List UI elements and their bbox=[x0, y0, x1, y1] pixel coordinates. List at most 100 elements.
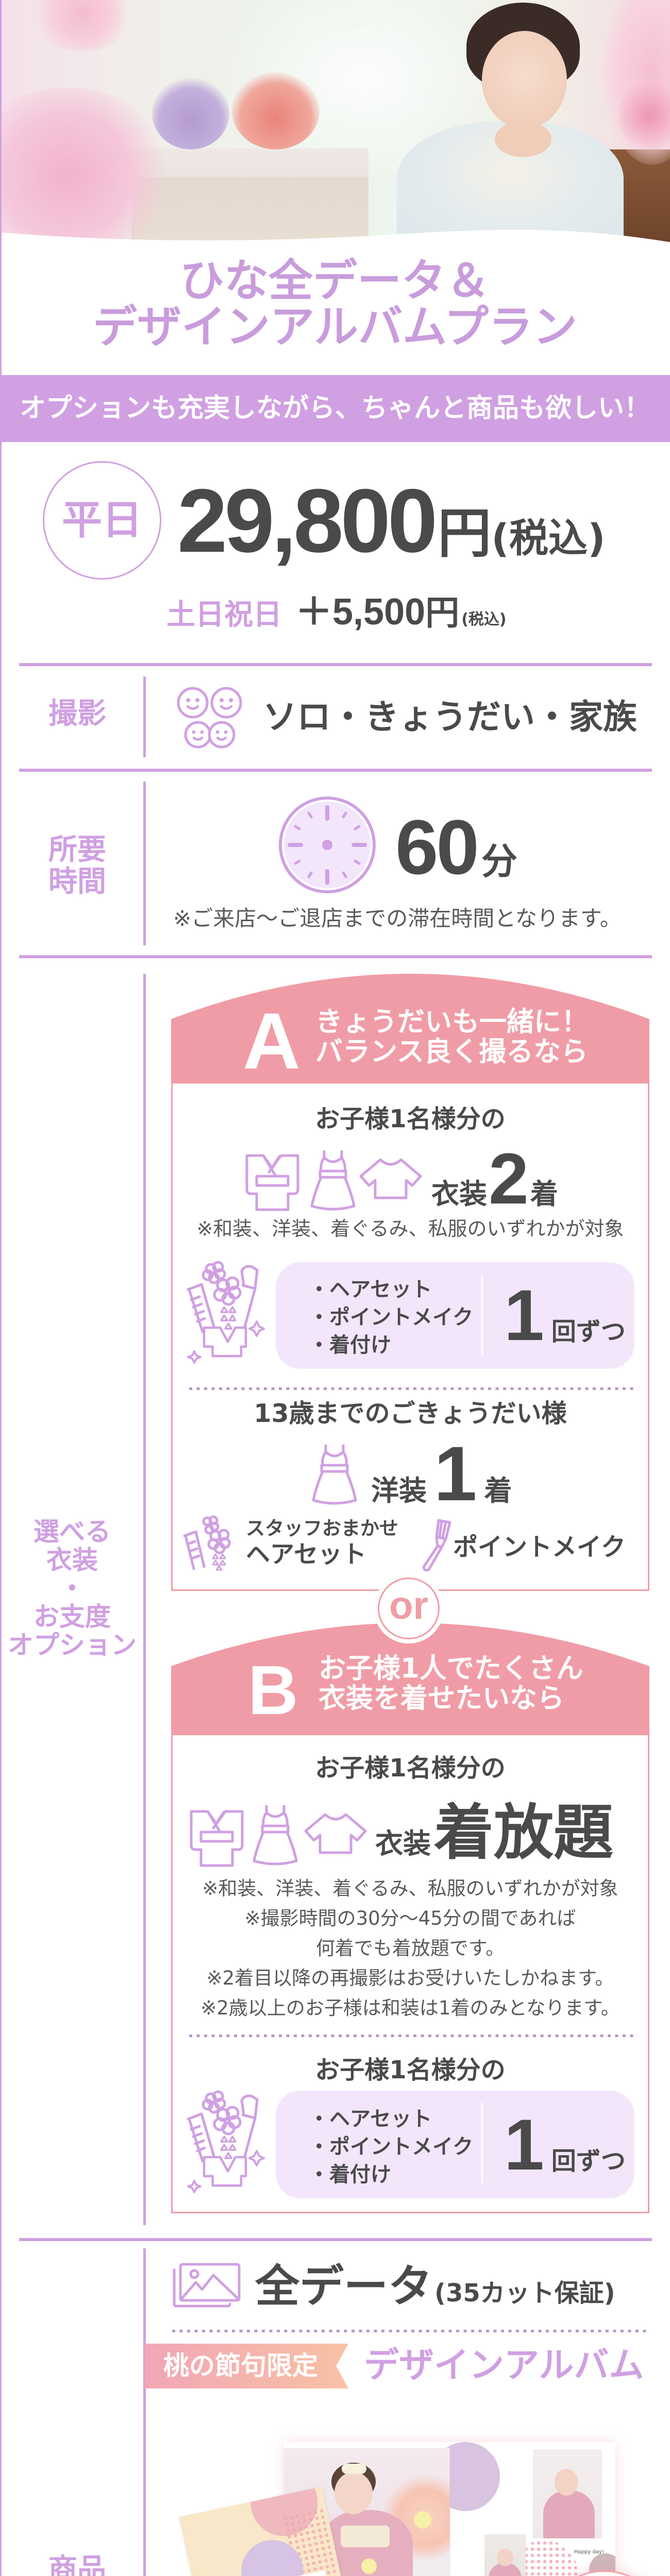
section-divider bbox=[19, 769, 652, 772]
duration-label-line2: 時間 bbox=[48, 865, 106, 899]
all-data-product: 全データ (35カット保証) bbox=[255, 2264, 615, 2309]
plan-a-costume: 衣装 2 着 bbox=[431, 1143, 558, 1215]
weekday-tax-note: (税込) bbox=[491, 515, 606, 561]
plan-b-beauty-subject: お子様1名様分の bbox=[315, 2056, 506, 2084]
all-data-title: 全データ bbox=[255, 2261, 432, 2312]
dress-icon bbox=[312, 1445, 357, 1505]
plan-a-heading-line2: バランス良く撮るなら bbox=[315, 1036, 588, 1067]
makeup-label: ポイントメイク bbox=[453, 1533, 626, 1562]
weekday-currency: 円 bbox=[438, 502, 492, 565]
section-divider bbox=[19, 955, 652, 958]
costume-unit: 着 bbox=[530, 1178, 558, 1210]
beauty-box-divider bbox=[481, 2103, 483, 2183]
plan-a-heading-line1: きょうだいも一緒に！ bbox=[315, 1006, 589, 1038]
plan-b-beauty-count: 1 回ずつ bbox=[504, 2109, 626, 2181]
duration-label: 所要 時間 bbox=[10, 834, 144, 898]
plan-a-costume-note: ※和装、洋装、着ぐるみ、私服のいずれかが対象 bbox=[196, 1217, 624, 1240]
beauty-unit: 回ずつ bbox=[551, 2147, 626, 2176]
options-label: 選べる 衣装 ・ お支度 オプション bbox=[5, 1518, 139, 1659]
siblings-costume-count: 1 bbox=[434, 1430, 477, 1517]
tagline-text: オプションも充実しながら、ちゃんと商品も欲しい！ bbox=[19, 393, 650, 423]
duration-number: 60 bbox=[395, 804, 479, 890]
dotted-divider bbox=[189, 2035, 635, 2037]
album-title: デザインアルバム bbox=[364, 2345, 644, 2386]
beauty-item-dressing: ・着付け bbox=[309, 2163, 391, 2187]
plan-a-beauty-box bbox=[276, 1262, 634, 1369]
limited-tag-text: 桃の節句限定 bbox=[163, 2351, 318, 2381]
beauty-item-makeup: ・ポイントメイク bbox=[309, 2135, 474, 2159]
hair-label: ヘアセット bbox=[246, 1540, 367, 1569]
album-photo-right-face bbox=[555, 2469, 578, 2496]
options-label-line: 衣装 bbox=[46, 1545, 98, 1575]
plan-a-subject: お子様1名様分の bbox=[315, 1105, 506, 1133]
plan-a-beauty-list: ・ヘアセット ・ポイントメイク ・着付け bbox=[309, 1276, 473, 1359]
section-divider bbox=[19, 2238, 652, 2241]
plan-b-note: ※撮影時間の30分～45分の間であれば bbox=[244, 1907, 576, 1929]
beauty-set-icon bbox=[187, 1261, 265, 1364]
plan-b-heading-line2: 衣装を着せたいなら bbox=[319, 1683, 564, 1714]
costume-label: 衣装 bbox=[375, 1827, 431, 1860]
album-photo-bow bbox=[342, 2464, 366, 2474]
shirt-icon bbox=[304, 1813, 367, 1854]
album-photo-right-kimono bbox=[543, 2490, 595, 2538]
plan-a-letter: A bbox=[243, 996, 300, 1086]
all-data-detail: (35カット保証) bbox=[434, 2279, 615, 2308]
beauty-unit: 回ずつ bbox=[551, 1317, 626, 1346]
hero-flowers-right bbox=[618, 77, 670, 155]
plan-title-line2: デザインアルバムプラン bbox=[93, 301, 577, 353]
row-separator bbox=[143, 676, 146, 757]
album-photo-pompom bbox=[414, 2511, 431, 2529]
plan-a-siblings-subject: 13歳までのごきょうだい様 bbox=[254, 1399, 567, 1428]
plan-a-heading: きょうだいも一緒に！ バランス良く撮るなら bbox=[315, 1007, 589, 1067]
weekday-price: 29,800 円 (税込) bbox=[177, 476, 606, 566]
hero-baby-hands bbox=[495, 121, 551, 157]
weekend-price: 土日祝日 ＋5,500 円 (税込) bbox=[166, 594, 507, 631]
duration-note: ※ご来店～ご退店までの滞在時間となります。 bbox=[173, 906, 622, 931]
beauty-box-divider bbox=[481, 1274, 483, 1354]
hero-doll-empress bbox=[232, 72, 320, 149]
plan-b-note: ※2歳以上のお子様は和装は1着のみとなります。 bbox=[200, 1997, 620, 2019]
plan-b-letter: B bbox=[248, 1651, 298, 1729]
beauty-item-makeup: ・ポイントメイク bbox=[309, 1306, 474, 1329]
costume-unlimited: 着放題 bbox=[434, 1798, 613, 1868]
makeup-brush-icon bbox=[422, 1519, 451, 1572]
album-spread-image: Happy day! bbox=[284, 2442, 615, 2576]
shooting-value: ソロ・きょうだい・家族 bbox=[263, 697, 637, 737]
hero-baby-face bbox=[482, 31, 567, 129]
weekend-label: 土日祝日 bbox=[166, 598, 282, 632]
plan-b-costume: 衣装 着放題 bbox=[375, 1803, 613, 1863]
plan-a-header bbox=[171, 974, 649, 1084]
costume-count: 2 bbox=[489, 1138, 529, 1219]
beauty-set-icon bbox=[187, 2090, 265, 2193]
dotted-divider bbox=[189, 1387, 635, 1390]
options-label-line: お支度 bbox=[34, 1602, 111, 1632]
album-photo-right-top bbox=[533, 2449, 602, 2538]
dress-icon bbox=[310, 1150, 356, 1211]
beauty-count: 1 bbox=[504, 2104, 544, 2185]
plan-title: ひな全データ＆ デザインアルバムプラン bbox=[0, 258, 670, 350]
row-separator bbox=[143, 974, 146, 2225]
options-label-line: オプション bbox=[8, 1630, 137, 1660]
hero-photo bbox=[0, 0, 670, 247]
weekend-tax-note: (税込) bbox=[461, 611, 507, 629]
plan-b-note: ※和装、洋装、着ぐるみ、私服のいずれかが対象 bbox=[202, 1877, 618, 1900]
dotted-divider bbox=[172, 2330, 649, 2332]
kimono-icon bbox=[190, 1810, 244, 1867]
plan-b-heading: お子様1人でたくさん 衣装を着せたいなら bbox=[319, 1654, 583, 1714]
beauty-item-hair: ・ヘアセット bbox=[309, 1278, 432, 1301]
or-label: or bbox=[389, 1584, 428, 1628]
album-photo-small-face bbox=[497, 2549, 513, 2566]
options-label-line: ・ bbox=[59, 1573, 85, 1603]
row-separator bbox=[143, 782, 146, 945]
weekday-badge: 平日 bbox=[43, 461, 161, 580]
beauty-item-hair: ・ヘアセット bbox=[309, 2107, 432, 2131]
plan-b-beauty-list: ・ヘアセット ・ポイントメイク ・着付け bbox=[309, 2105, 473, 2189]
dress-icon bbox=[253, 1805, 298, 1866]
smiley-group-icon bbox=[177, 687, 242, 749]
weekday-amount: 29,800 bbox=[177, 471, 438, 571]
row-separator bbox=[143, 2248, 146, 2576]
plan-a-beauty-count: 1 回ずつ bbox=[504, 1279, 626, 1351]
beauty-count: 1 bbox=[504, 1275, 544, 1355]
plan-title-line1: ひな全データ＆ bbox=[180, 255, 490, 307]
